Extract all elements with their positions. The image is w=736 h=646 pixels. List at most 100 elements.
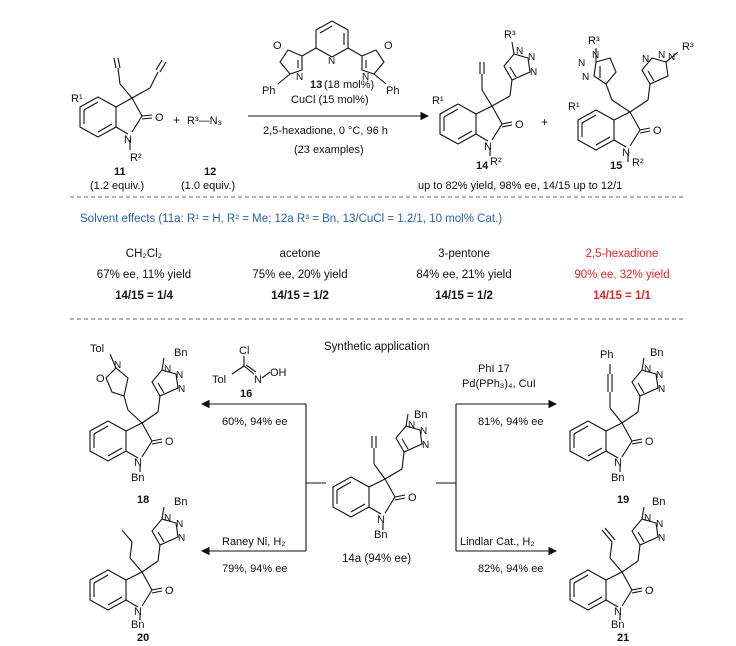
conditions-label: 2,5-hexadione, 0 °C, 96 h (263, 125, 388, 137)
reagent-phi: PhI 17 (478, 363, 510, 375)
r16-n: N (254, 374, 262, 386)
c20-n1: N (164, 513, 171, 524)
solvent-ee-yield: 84% ee, 21% yield (416, 269, 511, 281)
compound-15-structure (577, 48, 679, 162)
c19-o: O (645, 436, 654, 448)
c14a-n2: N (420, 426, 427, 437)
c20-n: N (134, 606, 142, 618)
result-21: 82%, 94% ee (478, 563, 543, 575)
compound-14-structure (439, 41, 531, 156)
c15-nr1: N (642, 54, 649, 65)
solvent-name: acetone (280, 248, 321, 260)
c15-nl1: N (592, 50, 599, 61)
compound-18-structure (89, 353, 179, 472)
solvent-col-3: 2,5-hexadione 90% ee, 32% yield 14/15 = … (574, 248, 669, 302)
c21-bn: Bn (652, 496, 665, 508)
solvent-name: CH₂Cl₂ (126, 248, 162, 260)
solvent-ratio: 14/15 = 1/2 (435, 290, 493, 302)
c21-o: O (645, 585, 654, 597)
c21-n1: N (644, 513, 651, 524)
c18-n-ring: N (114, 360, 121, 371)
n-label: N (124, 134, 132, 146)
c19-n3: N (658, 384, 665, 395)
c19-ph: Ph (600, 349, 613, 361)
c18-bn: Bn (174, 347, 187, 359)
solvent-col-1: acetone 75% ee, 20% yield 14/15 = 1/2 (252, 248, 347, 302)
c18-tol: Tol (90, 343, 104, 355)
ligand-n-py: N (328, 56, 335, 67)
c20-bn: Bn (174, 496, 187, 508)
solvent-col-2: 3-pentone 84% ee, 21% yield 14/15 = 1/2 (416, 248, 511, 302)
c14-o: O (515, 119, 524, 131)
c20-n2: N (176, 519, 183, 530)
compound-15-label: 15 (610, 160, 622, 172)
center-label: 14a (94% ee) (342, 553, 411, 565)
c19-n1: N (644, 364, 651, 375)
examples-label: (23 examples) (294, 144, 364, 156)
c14a-bn: Bn (414, 409, 427, 421)
compound-14a-structure (332, 413, 423, 530)
azide-reagent: R³—N₃ (187, 115, 222, 127)
r16-oh: OH (270, 367, 287, 379)
solvent-ee-yield: 90% ee, 32% yield (574, 269, 669, 281)
c19-n2: N (656, 370, 663, 381)
c20-bn-n: Bn (131, 619, 144, 631)
solvent-ratio: 14/15 = 1/1 (593, 290, 651, 302)
c14-r1: R¹ (432, 95, 444, 107)
synthetic-application: Synthetic application Bn N N (89, 341, 665, 644)
compound-14-label: 14 (476, 160, 489, 172)
c15-o: O (653, 125, 662, 137)
c14-r3: R³ (504, 29, 516, 41)
compound-21-label: 21 (617, 632, 629, 644)
compound-12-equiv: (1.0 equiv.) (181, 180, 235, 192)
c15-nr2: N (658, 50, 665, 61)
c14-n2: N (528, 52, 535, 63)
compound-20-structure (89, 506, 179, 620)
solvent-ratio: 14/15 = 1/4 (115, 290, 173, 302)
c14a-n1: N (408, 420, 415, 431)
compound-21-structure (569, 506, 659, 620)
compound-19-label: 19 (617, 494, 629, 506)
c20-n3: N (178, 533, 185, 544)
c14-n3: N (530, 67, 537, 78)
result-18: 60%, 94% ee (222, 416, 287, 428)
plus-sign-2: + (541, 115, 548, 129)
c14a-n: N (377, 514, 385, 526)
ligand-ph-right: Ph (386, 85, 399, 97)
top-reaction: R¹ O N R² 11 (1.2 equiv.) + R³—N₃ 12 (1.… (71, 20, 694, 192)
c21-bn-n: Bn (611, 619, 624, 631)
c14-n1: N (516, 46, 523, 57)
ligand-13-structure (277, 20, 387, 85)
c15-nr3: N (668, 52, 675, 63)
c14a-bn-n: Bn (374, 529, 387, 541)
ligand-o-left: O (273, 40, 282, 52)
c21-n2: N (656, 519, 663, 530)
ligand-amount: (18 mol%) (324, 79, 374, 91)
r16-tol: Tol (212, 374, 226, 386)
solvent-name: 3-pentone (438, 248, 490, 260)
c15-r1: R¹ (568, 101, 580, 113)
c18-o-ring: O (96, 373, 105, 385)
c14-r2: R² (490, 156, 502, 168)
c14a-n3: N (422, 440, 429, 451)
r2-label: R² (130, 152, 142, 164)
ligand-13-label: 13 (310, 79, 322, 91)
compound-11-label: 11 (114, 166, 126, 178)
solvent-name: 2,5-hexadione (586, 248, 659, 260)
c18-n: N (134, 457, 142, 469)
ligand-n-right: N (362, 72, 369, 83)
compound-20-label: 20 (137, 632, 149, 644)
r1-label: R¹ (71, 93, 83, 105)
solvent-col-0: CH₂Cl₂ 67% ee, 11% yield 14/15 = 1/4 (97, 248, 191, 302)
compound-11-equiv: (1.2 equiv.) (90, 180, 144, 192)
c15-nl3: N (582, 72, 589, 83)
compound-19-structure (569, 357, 659, 472)
reagent-raney: Raney Ni, H₂ (222, 536, 286, 548)
c15-n: N (622, 147, 630, 159)
catalyst-label: CuCl (15 mol%) (291, 94, 369, 106)
plus-sign: + (173, 113, 180, 127)
solvent-effects: Solvent effects (11a: R¹ = H, R² = Me; 1… (80, 213, 670, 302)
c19-bn-n: Bn (611, 472, 624, 484)
c18-n3: N (178, 384, 185, 395)
ligand-o-right: O (384, 40, 393, 52)
